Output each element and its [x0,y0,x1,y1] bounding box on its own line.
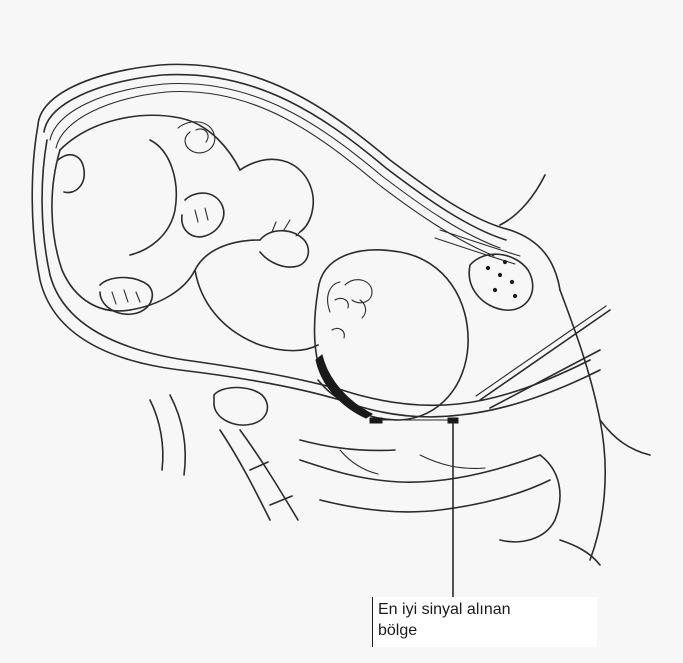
signal-region-label: En iyi sinyal alınan bölge [372,597,597,647]
maternal-pelvis [150,388,650,566]
signal-region-marker [370,418,458,597]
fetal-head [315,250,469,420]
label-line-1: En iyi sinyal alınan [378,599,597,620]
probe-lines [476,306,610,408]
label-line-2: bölge [378,620,597,641]
fetal-body [52,115,318,350]
pubic-bone [435,230,533,310]
